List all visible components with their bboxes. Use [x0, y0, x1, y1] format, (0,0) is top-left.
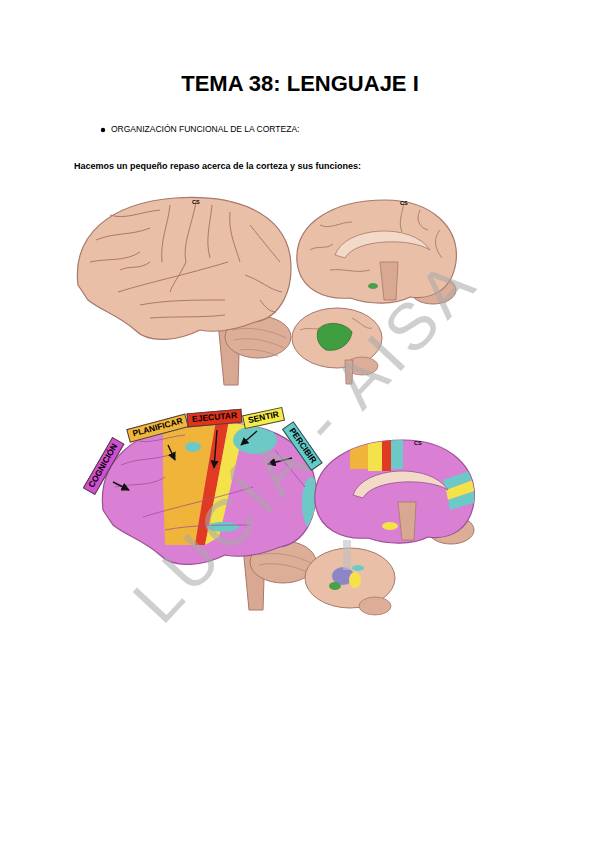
- illustration-shape: [170, 202, 196, 292]
- illustration-shape: [329, 582, 341, 590]
- illustration-shape: [310, 202, 404, 250]
- bullet-dot: [101, 128, 105, 132]
- small-brain-coloured: [305, 540, 395, 615]
- illustration-shape: [113, 482, 129, 490]
- illustration-shape: [352, 565, 364, 571]
- illustration-shape: [168, 445, 175, 460]
- illustration-shape: [214, 430, 217, 468]
- illustration-shape: [398, 502, 416, 540]
- illustration-shape: [232, 328, 286, 356]
- illustration-shape: [90, 202, 282, 318]
- illustration-shape: [118, 262, 228, 292]
- illustration-shape: [343, 540, 351, 570]
- sulcus-label: CS: [414, 440, 422, 446]
- illustration-shape: [353, 471, 448, 498]
- illustration-shape: [120, 262, 276, 312]
- illustration-shape: [391, 435, 403, 469]
- page-title: TEMA 38: LENGUAJE I: [0, 72, 600, 96]
- illustration-shape: [382, 522, 398, 530]
- intro-text: Hacemos un pequeño repaso acerca de la c…: [74, 162, 361, 172]
- illustration-shape: [382, 435, 391, 471]
- function-label: EJECUTAR: [192, 411, 238, 425]
- sulcus-label: CS: [192, 199, 200, 205]
- illustration-shape: [90, 210, 160, 262]
- illustration-shape: [359, 597, 391, 615]
- illustration-shape: [77, 197, 291, 339]
- illustration-shape: [162, 205, 240, 262]
- illustration-shape: [257, 553, 311, 573]
- illustration-shape: [368, 283, 378, 289]
- sulcus-label: CS: [400, 200, 408, 206]
- lateral-brain: [77, 197, 291, 385]
- illustration-shape: [335, 231, 430, 258]
- illustration-shape: [368, 435, 382, 471]
- illustration-shape: [185, 442, 201, 452]
- illustration-shape: [448, 490, 478, 510]
- illustration-shape: [115, 435, 185, 487]
- illustration-shape: [349, 572, 361, 588]
- illustration-shape: [140, 225, 282, 318]
- bullet-heading: ORGANIZACIÓN FUNCIONAL DE LA CORTEZA:: [111, 125, 299, 134]
